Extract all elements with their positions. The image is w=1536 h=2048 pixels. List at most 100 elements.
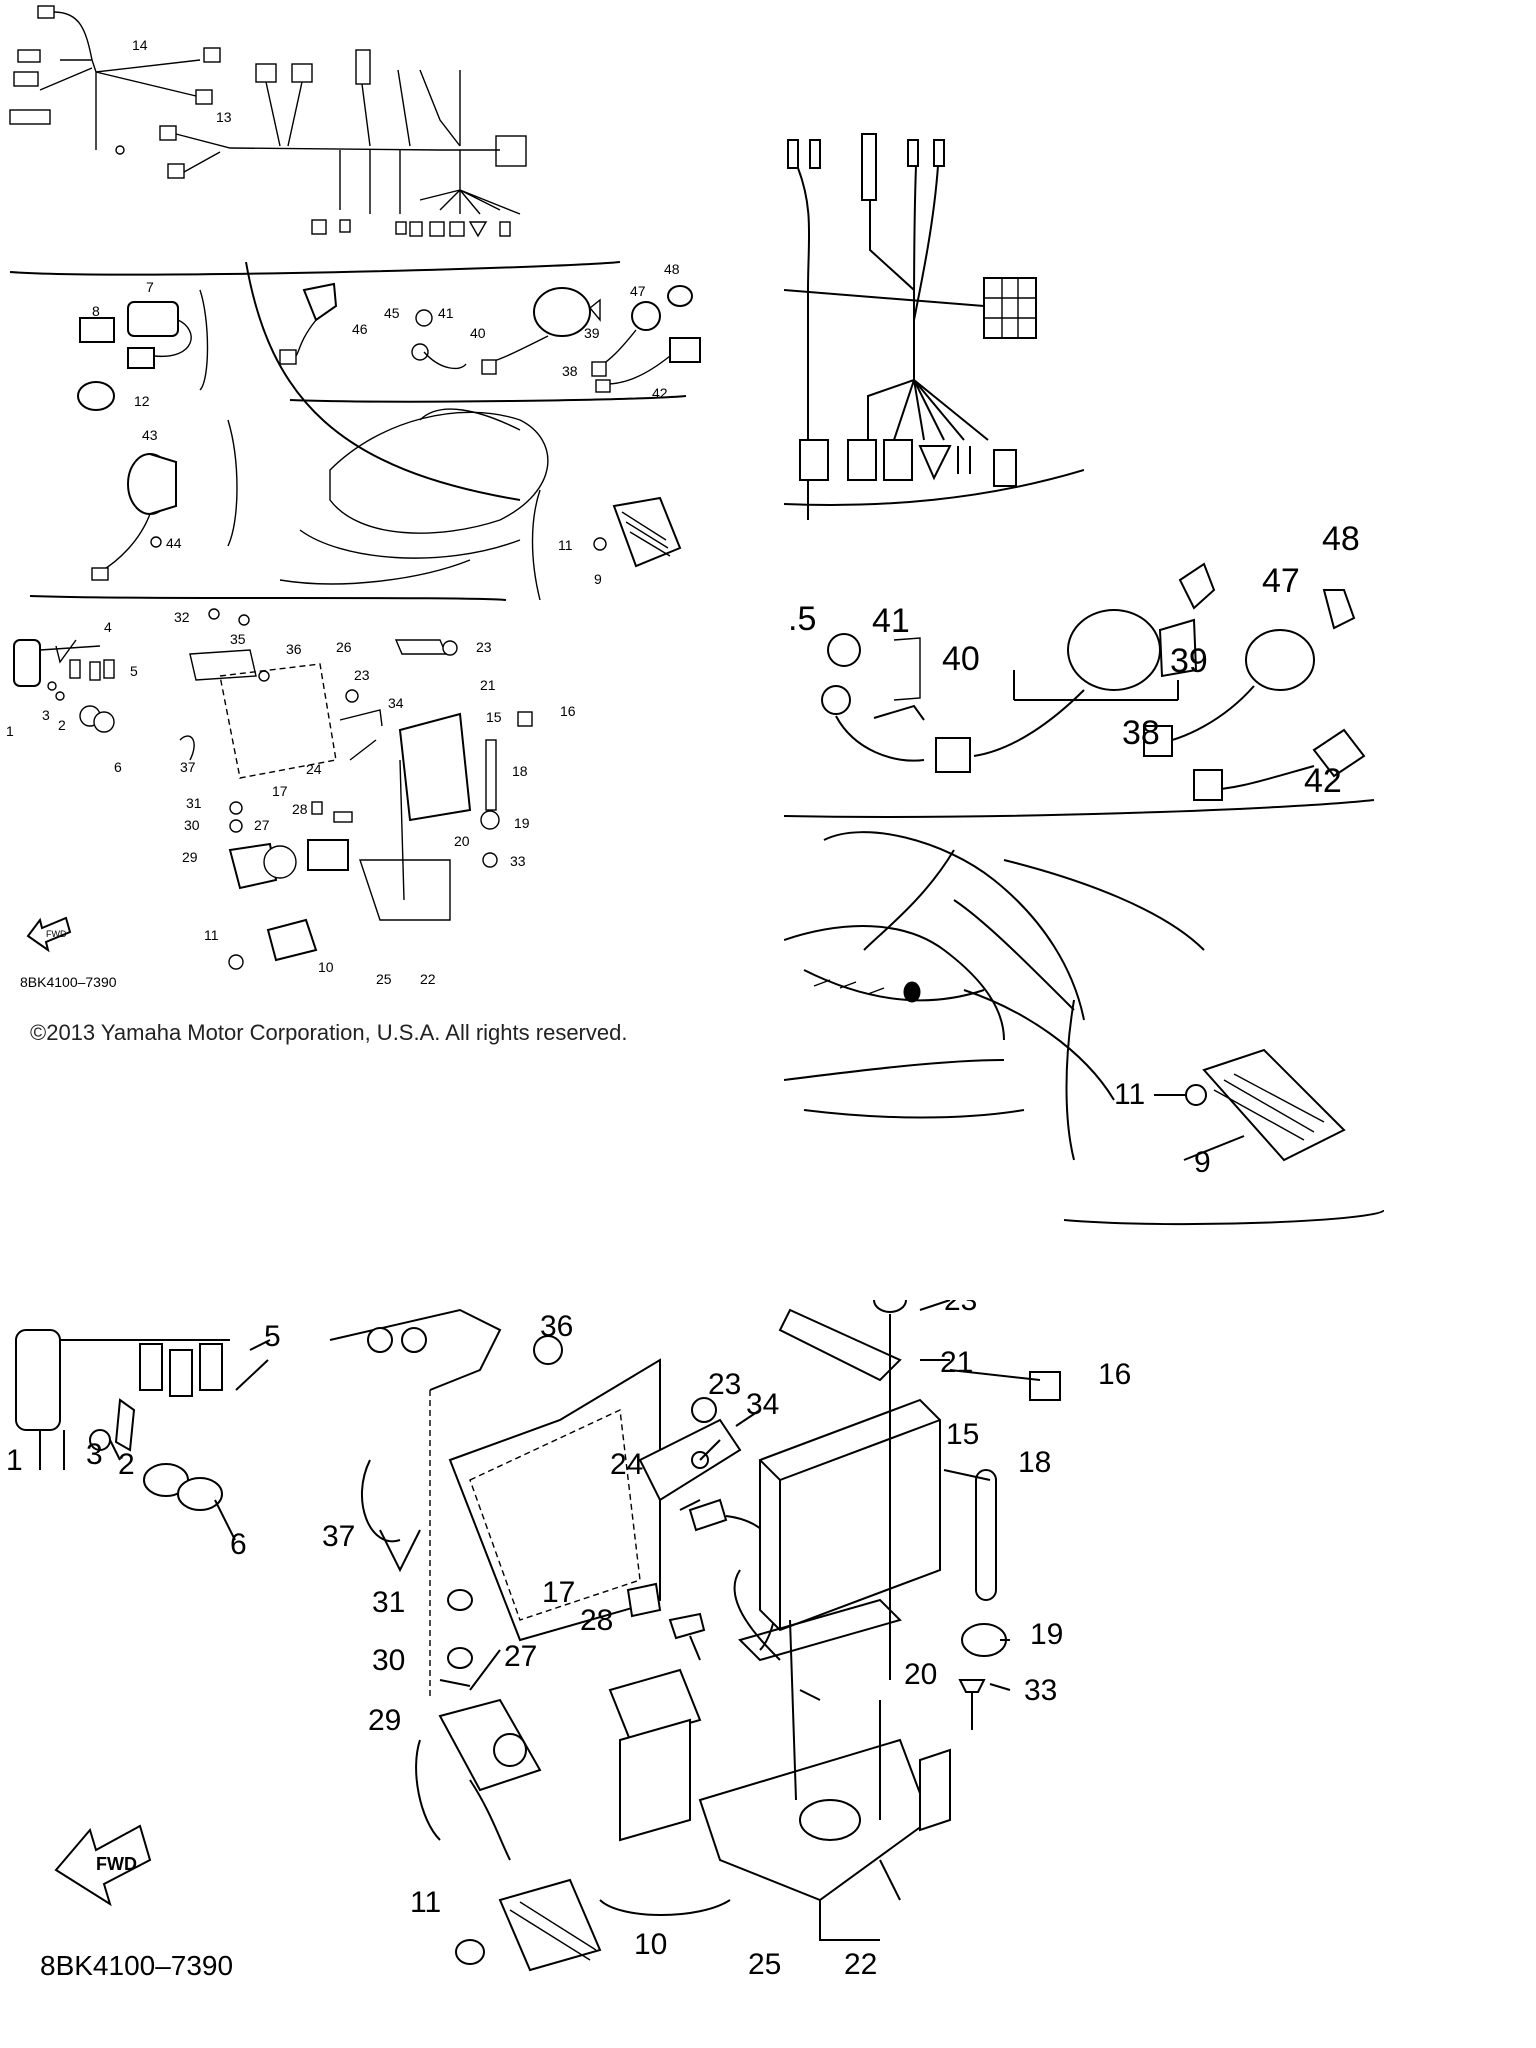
label-1: 1: [6, 1444, 23, 1477]
label-5: 5: [264, 1320, 281, 1353]
label-31: 31: [372, 1586, 405, 1619]
parts-group-43-44: [91, 453, 177, 581]
label-40: 40: [942, 640, 980, 678]
label-17: 17: [542, 1576, 575, 1609]
label-11b: 11: [204, 927, 219, 943]
fwd-label-large: FWD: [96, 1854, 137, 1874]
regulator-9-overview: [593, 496, 682, 568]
bracket: [199, 289, 209, 391]
label-23a: 23: [354, 667, 370, 683]
label-43: 43: [142, 427, 158, 443]
label-38: 38: [1122, 714, 1160, 752]
label-20: 20: [904, 1658, 937, 1691]
label-41: 41: [438, 305, 454, 321]
overview-diagram: FWD 14 13 7 8 12 45 46 41 40 39 38 47 48…: [0, 0, 740, 1000]
label-17: 17: [272, 783, 288, 799]
label-7: 7: [146, 279, 154, 295]
label-11: 11: [410, 1886, 441, 1919]
label-28: 28: [580, 1604, 613, 1637]
label-29: 29: [368, 1704, 401, 1737]
fwd-label-small: FWD: [46, 929, 67, 939]
detail-electrical-box-drawing: FWD 5 1 3 2 6 37 36 23 21 23 34 15 16 18…: [6, 1300, 1131, 1981]
wire-harness-14: [9, 5, 221, 155]
label-33: 33: [1024, 1674, 1057, 1707]
label-11a: 11: [558, 537, 573, 553]
label-36-partial: 36: [540, 1310, 573, 1343]
detail-snowmobile: 11 9: [784, 820, 1384, 1240]
label-9: 9: [1194, 1146, 1211, 1179]
label-27: 27: [254, 817, 270, 833]
parts-group-38-48: [279, 282, 701, 403]
label-6: 6: [230, 1528, 247, 1561]
label-10: 10: [318, 959, 334, 975]
label-8: 8: [92, 303, 100, 319]
label-21: 21: [480, 677, 496, 693]
detail-switches: .5 41 40 39 38 47 48 42: [784, 520, 1374, 820]
label-40: 40: [470, 325, 486, 341]
label-33: 33: [510, 853, 526, 869]
label-22: 22: [420, 971, 436, 987]
overview-part-numbers: 14 13 7 8 12 45 46 41 40 39 38 47 48 42 …: [6, 37, 680, 987]
label-12: 12: [134, 393, 150, 409]
parts-group-7-8-12: [77, 301, 192, 411]
label-34: 34: [388, 695, 404, 711]
diagram-code-small: 8BK4100–7390: [20, 974, 117, 990]
snowmobile-part-numbers: 11 9: [1114, 1078, 1211, 1179]
detail-electrical-box: FWD 5 1 3 2 6 37 36 23 21 23 34 15 16 18…: [0, 1300, 1240, 2000]
detail-switches-drawing: .5 41 40 39 38 47 48 42: [784, 520, 1374, 818]
label-25: 25: [748, 1948, 781, 1981]
label-15: 15: [946, 1418, 979, 1451]
label-23b: 23: [708, 1368, 741, 1401]
label-13: 13: [216, 109, 232, 125]
overview-drawing: FWD 14 13 7 8 12 45 46 41 40 39 38 47 48…: [6, 5, 701, 987]
label-47: 47: [1262, 562, 1300, 600]
label-16: 16: [560, 703, 576, 719]
label-37: 37: [322, 1520, 355, 1553]
label-23b: 23: [476, 639, 492, 655]
label-2: 2: [118, 1448, 135, 1481]
label-19: 19: [1030, 1618, 1063, 1651]
label-25: 25: [376, 971, 392, 987]
label-6: 6: [114, 759, 122, 775]
label-39: 39: [584, 325, 600, 341]
label-31: 31: [186, 795, 202, 811]
box-part-numbers: 5 1 3 2 6 37 36 23 21 23 34 15 16 18 24 …: [6, 1300, 1131, 1981]
group-bracket-line: [289, 395, 687, 403]
label-28: 28: [292, 801, 308, 817]
fwd-arrow-large: FWD: [54, 1824, 152, 1907]
label-41: 41: [872, 602, 910, 640]
label-44: 44: [166, 535, 182, 551]
label-4: 4: [104, 619, 112, 635]
label-46: 46: [352, 321, 368, 337]
label-3: 3: [86, 1438, 103, 1471]
label-18: 18: [512, 763, 528, 779]
label-14: 14: [132, 37, 148, 53]
label-3: 3: [42, 707, 50, 723]
detail-wire-harness: [784, 120, 1084, 520]
label-36: 36: [286, 641, 302, 657]
label-1: 1: [6, 723, 14, 739]
label-15: 15: [486, 709, 502, 725]
label-26: 26: [336, 639, 352, 655]
diagram-code-large: 8BK4100–7390: [40, 1950, 234, 1981]
label-24: 24: [306, 761, 322, 777]
label-48: 48: [1322, 520, 1360, 558]
label-42: 42: [652, 385, 668, 401]
bracket-left: [227, 419, 238, 547]
label-27: 27: [504, 1640, 537, 1673]
label-16: 16: [1098, 1358, 1131, 1391]
label-18: 18: [1018, 1446, 1051, 1479]
label-32: 32: [174, 609, 190, 625]
section-divider: [9, 261, 621, 276]
label-5-partial: .5: [788, 600, 816, 638]
label-9: 9: [594, 571, 602, 587]
fwd-arrow-small: FWD: [26, 916, 72, 953]
label-5: 5: [130, 663, 138, 679]
label-29: 29: [182, 849, 198, 865]
label-37: 37: [180, 759, 196, 775]
label-35: 35: [230, 631, 246, 647]
label-39: 39: [1170, 642, 1208, 680]
switches-part-numbers: .5 41 40 39 38 47 48 42: [788, 520, 1360, 800]
label-10: 10: [634, 1928, 667, 1961]
label-34: 34: [746, 1388, 779, 1421]
